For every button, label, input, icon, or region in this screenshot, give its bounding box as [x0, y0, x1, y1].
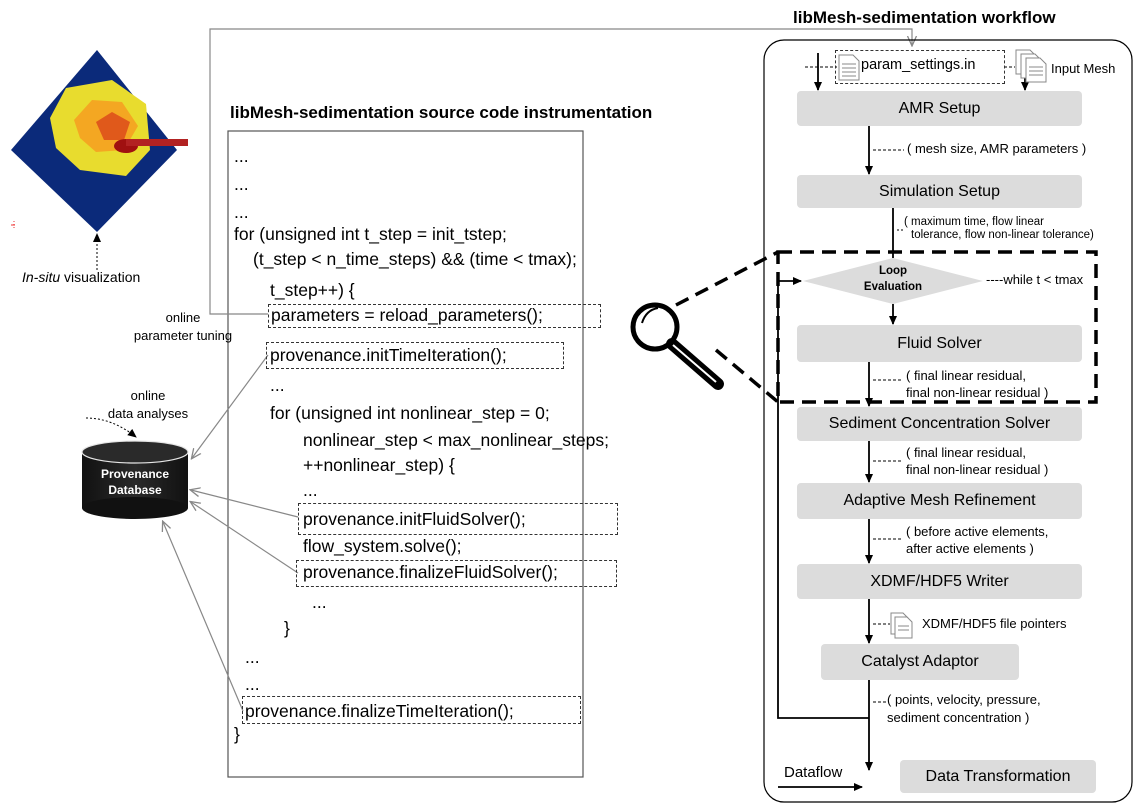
code-line: provenance.initFluidSolver();	[303, 509, 526, 529]
code-line: flow_system.solve();	[303, 536, 462, 556]
amr-annotation-1: ( before active elements,	[906, 524, 1049, 539]
param-settings-box	[835, 50, 1005, 84]
finalize-time-iteration-box	[242, 696, 581, 724]
simulation-setup-box: Simulation Setup	[797, 175, 1082, 208]
legend-dataflow: Dataflow	[784, 764, 843, 781]
code-line: provenance.finalizeFluidSolver();	[303, 562, 558, 582]
sim-setup-annotation-2: tolerance, flow non-linear tolerance)	[911, 229, 1094, 241]
insitu-label: In-situ visualization	[22, 269, 141, 285]
code-line: ++nonlinear_step) {	[303, 455, 455, 475]
code-line: ...	[245, 647, 260, 667]
finalize-fluid-solver-box	[296, 560, 617, 587]
code-line: }	[284, 618, 290, 638]
code-line: ...	[245, 674, 260, 694]
provenance-database-icon	[81, 440, 189, 519]
fluid-annotation-1: ( final linear residual,	[906, 368, 1026, 383]
xdmf-annotation: XDMF/HDF5 file pointers	[922, 616, 1067, 631]
param-settings-label: param_settings.in	[861, 57, 976, 73]
source-title: libMesh-sedimentation source code instru…	[230, 103, 653, 122]
workflow-title: libMesh-sedimentation workflow	[793, 8, 1056, 27]
catalyst-annotation-2: sediment concentration )	[887, 710, 1030, 725]
code-line: ...	[303, 480, 318, 500]
fluid-annotation-2: final non-linear residual )	[906, 385, 1049, 400]
code-line: nonlinear_step < max_nonlinear_steps;	[303, 430, 609, 450]
init-time-iteration-box	[266, 342, 564, 369]
param-file-icon	[838, 54, 860, 81]
amr-setup-annotation: ( mesh size, AMR parameters )	[907, 141, 1087, 156]
code-line: ...	[234, 174, 249, 194]
fluid-solver-box: Fluid Solver	[797, 325, 1082, 362]
init-fluid-solver-box	[298, 503, 618, 535]
amr-annotation-2: after active elements )	[906, 541, 1034, 556]
code-line: provenance.initTimeIteration();	[270, 345, 507, 365]
sediment-solver-box: Sediment Concentration Solver	[797, 407, 1082, 441]
sediment-annotation-2: final non-linear residual )	[906, 462, 1049, 477]
xdmf-writer-box: XDMF/HDF5 Writer	[797, 564, 1082, 599]
magnifier-icon	[630, 302, 724, 390]
code-line: ...	[312, 592, 327, 612]
code-line: ...	[234, 146, 249, 166]
code-line: ...	[234, 202, 249, 222]
catalyst-annotation-1: ( points, velocity, pressure,	[887, 692, 1041, 707]
code-line: for (unsigned int t_step = init_tstep;	[234, 224, 507, 244]
sim-setup-annotation-1: ( maximum time, flow linear	[904, 216, 1044, 228]
code-line: for (unsigned int nonlinear_step = 0;	[270, 403, 550, 423]
adaptive-mesh-refinement-box: Adaptive Mesh Refinement	[797, 483, 1082, 519]
code-line: provenance.finalizeTimeIteration();	[245, 701, 514, 721]
code-line: }	[234, 724, 240, 744]
sediment-annotation-1: ( final linear residual,	[906, 445, 1026, 460]
reload-parameters-box	[268, 304, 601, 328]
legend-data-transformation: Data Transformation	[900, 760, 1096, 793]
xdmf-file-icon	[890, 612, 913, 639]
code-line: t_step++) {	[270, 280, 355, 300]
amr-setup-box: AMR Setup	[797, 91, 1082, 126]
input-mesh-icon	[1015, 49, 1047, 83]
code-line: parameters = reload_parameters();	[271, 305, 543, 325]
code-line: (t_step < n_time_steps) && (time < tmax)…	[253, 249, 577, 269]
code-line: ...	[270, 375, 285, 395]
input-mesh-label: Input Mesh	[1051, 61, 1116, 76]
catalyst-adaptor-box: Catalyst Adaptor	[821, 644, 1019, 680]
while-condition: ----while t < tmax	[986, 272, 1084, 287]
insitu-visualization-image	[11, 50, 188, 232]
